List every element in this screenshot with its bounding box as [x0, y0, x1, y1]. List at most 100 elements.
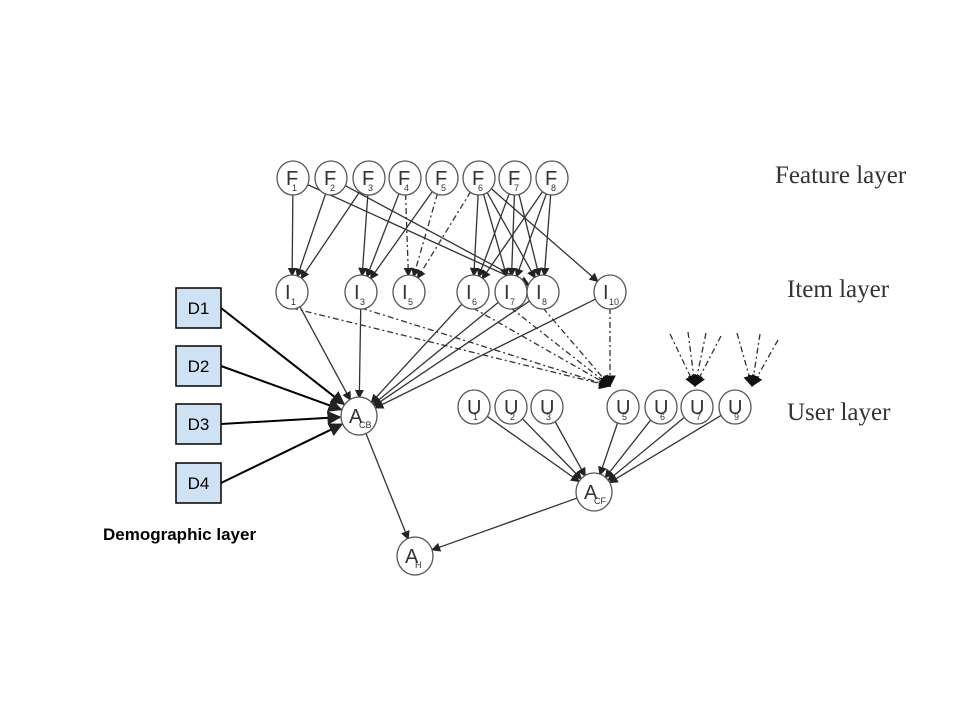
box-label: D1	[188, 299, 210, 318]
edge-f5-i3	[369, 190, 434, 280]
node-subscript: 5	[622, 412, 627, 422]
node-circle	[494, 389, 528, 425]
box-rect	[175, 462, 222, 504]
node-letter: I	[504, 282, 510, 304]
node-circle	[314, 160, 348, 196]
node-u6: U6	[644, 389, 678, 425]
edge-d4-acb	[220, 423, 344, 484]
item-layer-label: Item layer	[787, 276, 890, 303]
node-letter: F	[545, 168, 557, 190]
box-rect	[175, 403, 222, 445]
node-f8: F8	[535, 160, 569, 196]
node-circle	[498, 160, 532, 196]
node-circle	[275, 274, 309, 310]
node-subscript: CF	[594, 496, 606, 506]
edge-f6-i10	[490, 188, 599, 283]
edge-i8-u5	[542, 307, 611, 387]
node-circle	[535, 160, 569, 196]
edge-f7-i8	[518, 193, 542, 278]
feature-layer-label: Feature layer	[775, 162, 907, 189]
edge-d1-acb	[220, 307, 346, 406]
node-subscript: 2	[330, 183, 335, 193]
node-subscript: 6	[472, 297, 477, 307]
edge-in-u7-1	[687, 331, 700, 388]
node-subscript: CB	[359, 420, 372, 430]
demographic-layer-label: Demographic layer	[103, 525, 256, 544]
edge-d3-acb	[220, 410, 342, 425]
edge-f4-i5	[403, 193, 413, 277]
node-subscript: 8	[551, 183, 556, 193]
node-circle	[396, 536, 434, 576]
node-f3: F3	[352, 160, 386, 196]
edge-f6-i8	[486, 191, 536, 279]
node-circle	[575, 472, 613, 512]
demographic-box-d4: D4	[175, 462, 222, 504]
box-rect	[175, 345, 222, 387]
box-rect	[175, 287, 222, 329]
edge-u1-acf	[486, 415, 581, 483]
node-circle	[718, 389, 752, 425]
node-subscript: 1	[292, 183, 297, 193]
edge-u7-acf	[607, 416, 686, 482]
node-letter: F	[398, 168, 410, 190]
demographic-box-d3: D3	[175, 403, 222, 445]
edge-f3-i1	[300, 190, 361, 280]
edge-in-u7-0	[669, 333, 696, 388]
node-subscript: H	[415, 560, 422, 570]
edge-u3-acf	[554, 420, 586, 478]
edge-f8-i7	[514, 192, 548, 278]
node-f2: F2	[314, 160, 348, 196]
node-subscript: 6	[478, 183, 483, 193]
node-letter: F	[472, 168, 484, 190]
node-f4: F4	[388, 160, 422, 196]
node-u7: U7	[680, 389, 714, 425]
node-f7: F7	[498, 160, 532, 196]
edge-u2-acf	[521, 417, 583, 480]
edge-i8-acb	[373, 300, 531, 407]
node-letter: I	[354, 282, 360, 304]
node-circle	[457, 389, 491, 425]
edge-in-u9-2	[751, 339, 779, 388]
edge-f6-i5	[416, 191, 472, 280]
edge-u6-acf	[604, 419, 652, 479]
edge-u5-acf	[598, 421, 619, 476]
edge-i6-acb	[370, 303, 463, 404]
node-letter: F	[286, 168, 298, 190]
edge-in-u9-0	[736, 332, 755, 388]
node-circle	[462, 160, 496, 196]
node-circle	[388, 160, 422, 196]
edge-f5-i5	[411, 193, 439, 278]
edge-i1-acb	[299, 305, 352, 401]
box-label: D2	[188, 357, 210, 376]
node-subscript: 10	[609, 297, 619, 307]
box-label: D4	[188, 474, 210, 493]
edge-f8-i6	[481, 190, 544, 280]
node-u5: U5	[606, 389, 640, 425]
node-subscript: 1	[291, 297, 296, 307]
node-circle	[392, 274, 426, 310]
edge-f8-i8	[540, 193, 552, 277]
user-layer-label: User layer	[787, 399, 891, 426]
node-subscript: 3	[368, 183, 373, 193]
edge-f6-i6	[469, 193, 479, 277]
node-letter: U	[728, 397, 742, 419]
node-f5: F5	[425, 160, 459, 196]
node-subscript: 2	[510, 412, 515, 422]
edge-in-u7-3	[694, 335, 722, 388]
node-letter: I	[285, 282, 291, 304]
node-circle	[344, 274, 378, 310]
edge-in-u7-2	[691, 332, 707, 388]
node-letter: U	[616, 397, 630, 419]
node-f1: F1	[276, 160, 310, 196]
node-letter: A	[584, 482, 598, 504]
demographic-box-d1: D1	[175, 287, 222, 329]
node-u3: U3	[530, 389, 564, 425]
node-subscript: 5	[441, 183, 446, 193]
node-subscript: 9	[734, 412, 739, 422]
edge-f2-i1	[295, 192, 327, 278]
node-subscript: 4	[404, 183, 409, 193]
